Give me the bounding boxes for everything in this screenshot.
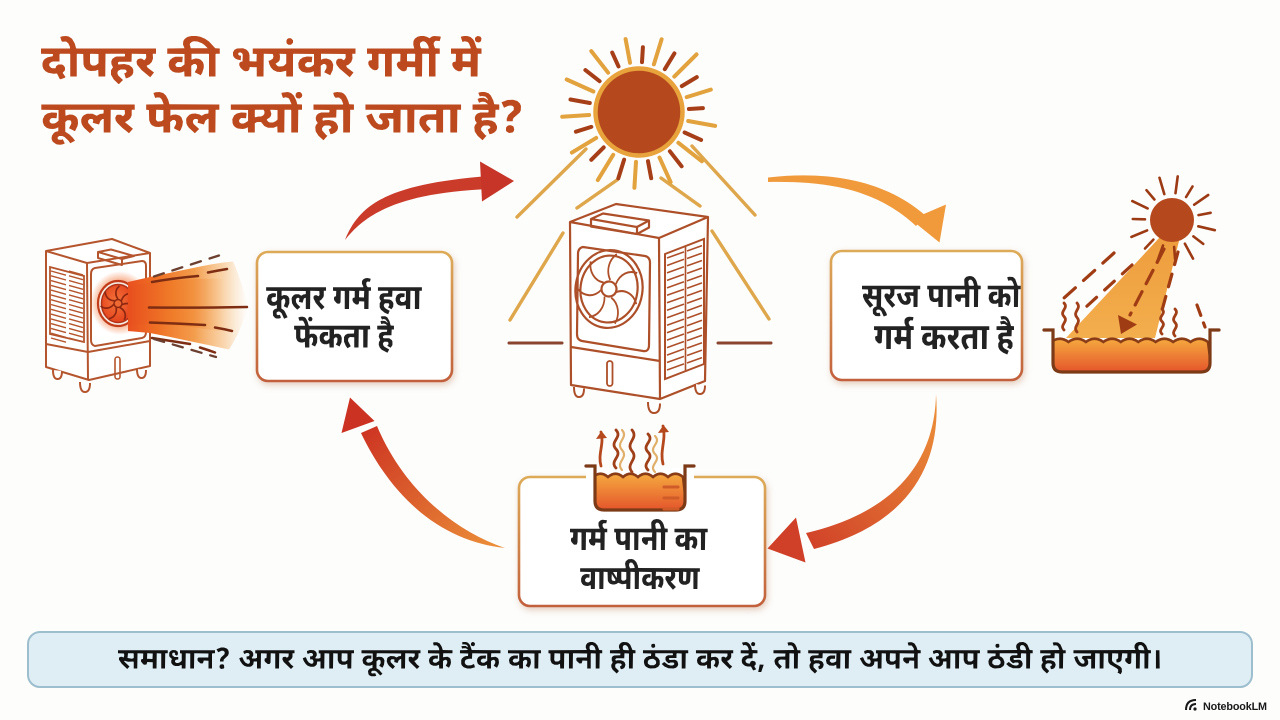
- svg-text:NotebookLM: NotebookLM: [1203, 701, 1267, 713]
